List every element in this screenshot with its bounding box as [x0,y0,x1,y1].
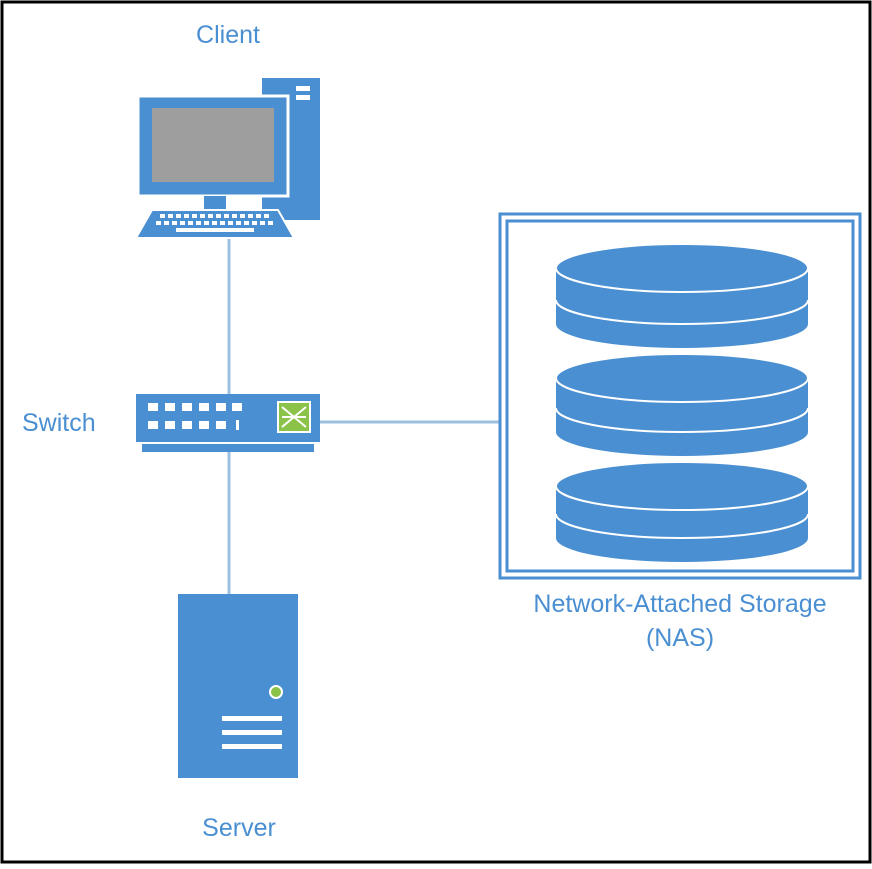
server-label: Server [202,814,276,842]
nas-label-line1: Network-Attached Storage [533,590,826,618]
nas-label-line2: (NAS) [646,624,714,652]
client-label: Client [196,21,260,49]
disk-bottom [555,461,809,562]
disk-middle [555,353,809,456]
switch-ports [148,403,242,430]
disk-top [555,243,809,348]
server-vents [222,716,282,749]
server-tower-icon [178,594,298,778]
switch-label: Switch [22,409,96,437]
network-switch-icon [136,394,320,452]
desktop-computer-icon [134,78,320,239]
server-power-led [269,685,283,699]
monitor-screen [152,108,274,182]
connectors [227,238,500,594]
server-body [178,594,298,778]
disk-stack-icon [555,243,809,562]
